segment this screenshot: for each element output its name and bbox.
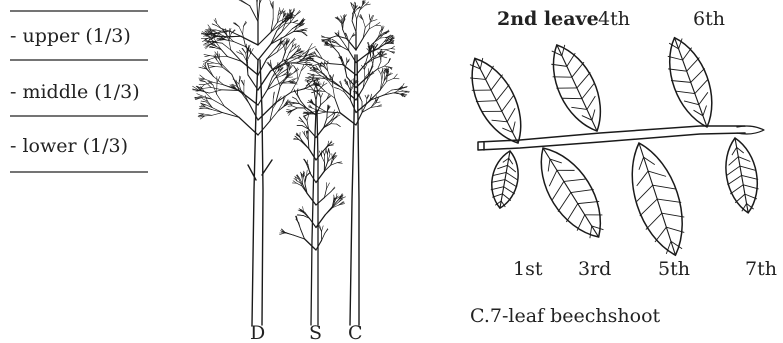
leaf-7th	[720, 135, 764, 215]
leaf-label-7th: 7th	[745, 258, 777, 280]
leaf-label-5th: 5th	[658, 258, 690, 280]
leaf-label-4th: 4th	[598, 8, 630, 30]
crown-division-scale: - upper (1/3) - middle (1/3) - lower (1/…	[10, 11, 148, 172]
tree-label-s: S	[309, 322, 322, 343]
leaf-2nd	[458, 50, 534, 152]
leaf-3rd	[525, 137, 616, 248]
tree-suppressed-trunk	[311, 110, 318, 325]
label-middle-third: - middle (1/3)	[10, 81, 140, 103]
shoot-caption: C.7-leaf beechshoot	[470, 305, 661, 327]
tree-dominant	[193, 0, 322, 325]
leaf-label-1st: 1st	[513, 258, 543, 280]
tree-label-d: D	[250, 322, 265, 343]
tree-codominant-crown	[303, 0, 409, 125]
leaf-label-2nd: 2nd leave	[497, 8, 599, 30]
beech-shoot	[458, 32, 764, 262]
leaf-1st	[487, 149, 523, 211]
leaf-label-3rd: 3rd	[578, 258, 611, 280]
tree-codominant	[303, 0, 409, 325]
leaf-label-6th: 6th	[693, 8, 725, 30]
label-lower-third: - lower (1/3)	[10, 135, 128, 157]
shoot-lower-labels: 1st 3rd 5th 7th	[513, 258, 777, 280]
leaf-5th	[618, 136, 696, 262]
tree-label-c: C	[348, 322, 363, 343]
shoot-stem	[478, 126, 745, 150]
leaf-6th	[658, 32, 724, 134]
tree-suppressed	[280, 79, 346, 325]
label-upper-third: - upper (1/3)	[10, 25, 131, 47]
leaf-4th	[540, 37, 614, 139]
shoot-upper-labels: 2nd leave 4th 6th	[497, 8, 725, 30]
